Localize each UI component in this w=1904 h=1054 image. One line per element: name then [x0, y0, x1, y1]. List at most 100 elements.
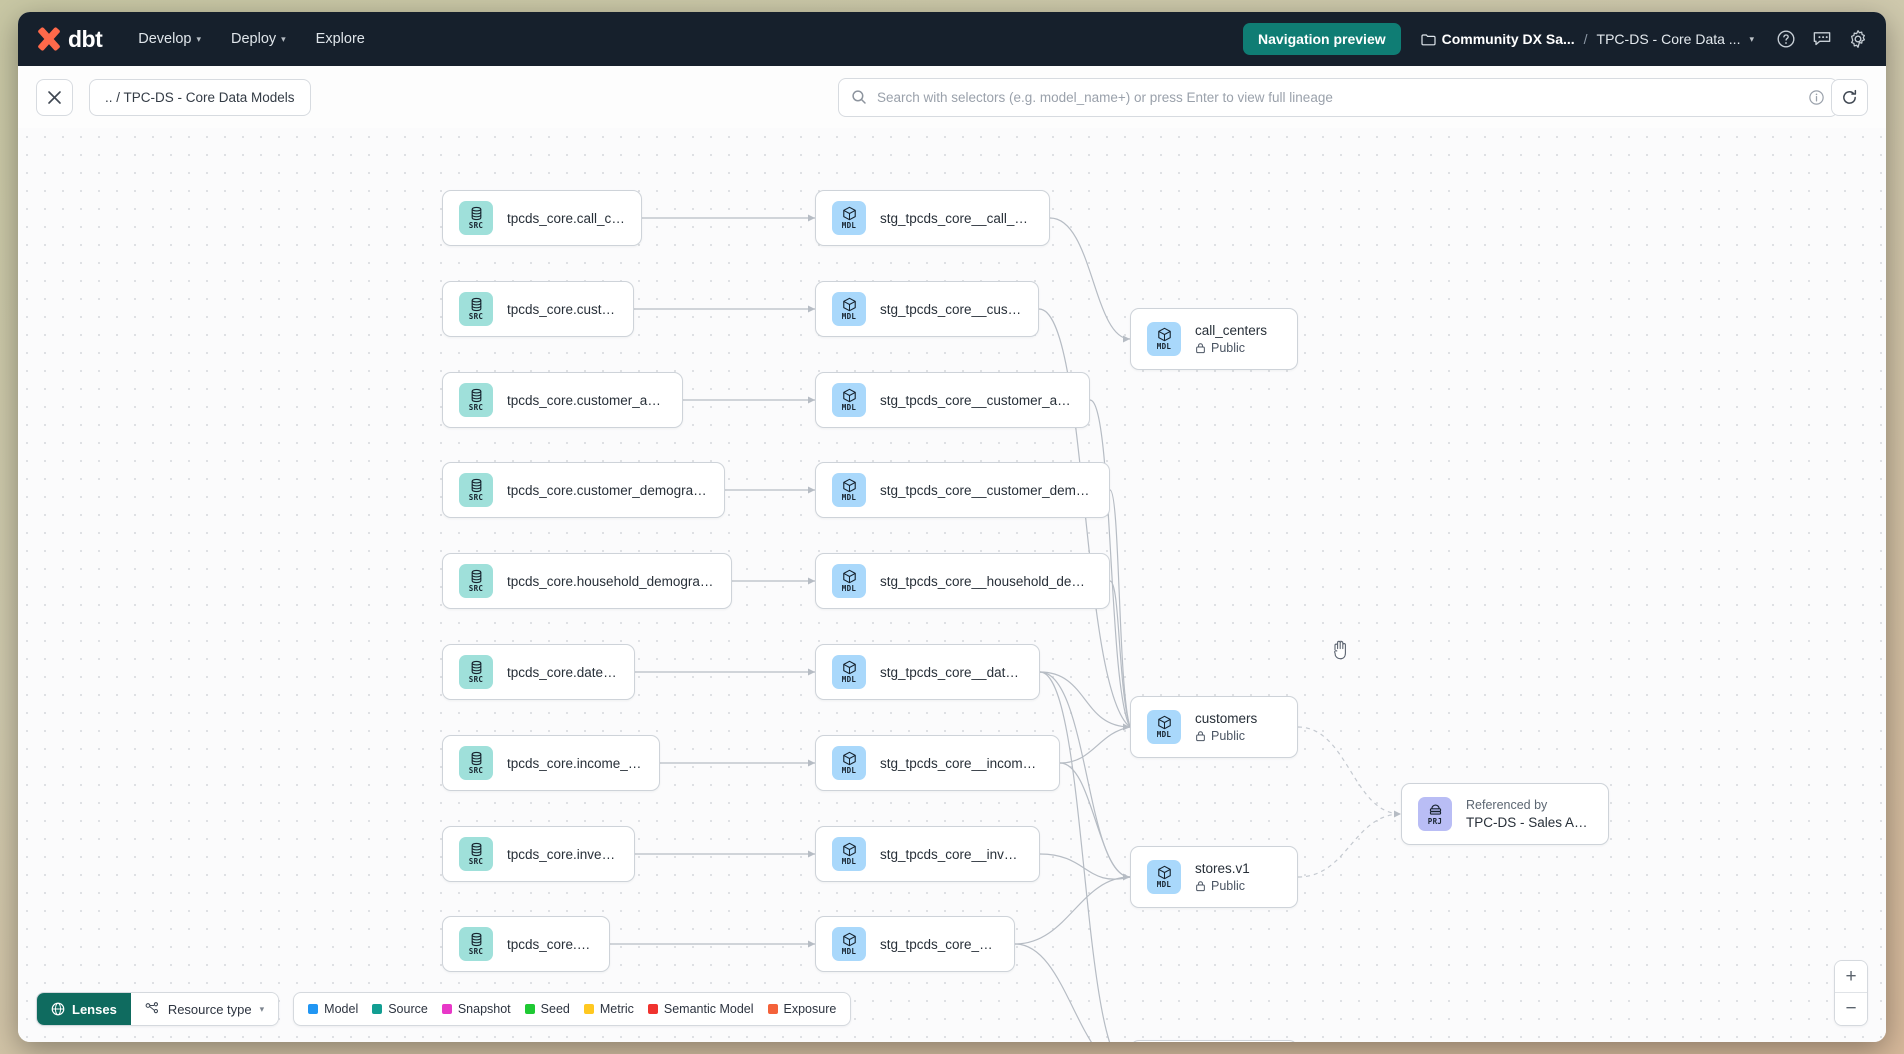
cube-icon: [842, 298, 856, 312]
lineage-graph-canvas[interactable]: SRCtpcds_core.call_centerSRCtpcds_core.c…: [18, 128, 1886, 1042]
info-circle-icon[interactable]: [1808, 89, 1825, 106]
node-labels: tpcds_core.household_demographics: [507, 574, 715, 589]
lineage-node-mdl-stg-customer[interactable]: MDL stg_tpcds_core__customer: [815, 281, 1039, 337]
node-badge-label: MDL: [841, 675, 857, 685]
settings-gear-icon[interactable]: [1848, 29, 1868, 49]
zoom-in-button[interactable]: +: [1835, 961, 1867, 993]
legend-item-semantic-model[interactable]: Semantic Model: [647, 1002, 754, 1016]
chevron-down-icon[interactable]: ▾: [1749, 33, 1754, 44]
lock-icon: [1196, 343, 1205, 354]
breadcrumb-chip[interactable]: .. / TPC-DS - Core Data Models: [89, 78, 311, 116]
node-labels: stg_tpcds_core__customer_demogra…: [880, 483, 1093, 498]
zoom-out-button[interactable]: −: [1835, 993, 1867, 1025]
node-badge-mdl: MDL: [832, 655, 866, 689]
node-title: call_centers: [1195, 323, 1268, 338]
grab-hand-cursor: [1334, 640, 1346, 660]
node-badge-label: MDL: [841, 766, 857, 776]
lineage-node-src-household-demographics[interactable]: SRC tpcds_core.household_demographics: [442, 553, 732, 609]
legend-label: Metric: [599, 1002, 634, 1016]
lenses-icon: [51, 1002, 65, 1016]
top-navigation-bar: dbt Develop ▾ Deploy ▾ Explore Navigatio…: [18, 12, 1886, 66]
node-access-label: Public: [1211, 729, 1246, 743]
node-badge-label: SRC: [468, 766, 484, 776]
search-input[interactable]: [877, 89, 1798, 105]
node-labels: tpcds_core.inventory: [507, 847, 618, 862]
navigation-preview-button[interactable]: Navigation preview: [1243, 23, 1401, 55]
legend-swatch-icon: [308, 1004, 319, 1014]
node-badge-src: SRC: [459, 655, 493, 689]
node-title: stg_tpcds_core__date_dim: [880, 664, 1023, 680]
node-badge-prj: PRJ: [1418, 797, 1452, 831]
node-badge-label: SRC: [468, 493, 484, 503]
legend-item-seed[interactable]: Seed: [524, 1002, 570, 1016]
cube-icon: [842, 752, 856, 766]
legend-item-metric[interactable]: Metric: [583, 1002, 634, 1016]
nav-item-develop[interactable]: Develop ▾: [138, 31, 201, 47]
node-labels: stg_tpcds_core__customer: [880, 302, 1022, 317]
node-badge-label: MDL: [1156, 730, 1172, 740]
node-badge-label: SRC: [468, 584, 484, 594]
node-title: customers: [1195, 711, 1258, 726]
dbt-logo[interactable]: dbt: [36, 25, 103, 53]
node-access-label: Public: [1211, 879, 1246, 893]
node-badge-mdl: MDL: [1147, 322, 1181, 356]
lineage-node-src-income-band[interactable]: SRC tpcds_core.income_band: [442, 735, 660, 791]
database-icon: [471, 752, 481, 766]
refresh-button[interactable]: [1831, 78, 1868, 116]
legend-item-snapshot[interactable]: Snapshot: [441, 1002, 511, 1016]
refresh-icon: [1843, 89, 1857, 104]
node-badge-label: SRC: [468, 675, 484, 685]
brand-label: dbt: [68, 25, 103, 52]
dbt-x-logo-icon: [36, 27, 61, 52]
nav-item-develop-label: Develop: [138, 31, 192, 47]
node-badge-label: MDL: [841, 584, 857, 594]
node-badge-mdl: MDL: [832, 927, 866, 961]
legend-item-source[interactable]: Source: [372, 1002, 428, 1016]
chevron-down-icon: ▾: [281, 33, 286, 44]
feedback-icon[interactable]: [1812, 29, 1832, 49]
zoom-controls: + −: [1834, 960, 1868, 1026]
node-badge-label: MDL: [841, 221, 857, 231]
breadcrumb-account[interactable]: Community DX Sa...: [1421, 31, 1575, 47]
legend-swatch-icon: [767, 1004, 778, 1014]
lenses-button[interactable]: Lenses: [37, 993, 131, 1025]
close-button[interactable]: [36, 78, 73, 116]
node-title: stores.v1: [1195, 861, 1250, 876]
node-badge-label: MDL: [841, 312, 857, 322]
database-icon: [471, 298, 481, 312]
lineage-node-mdl-stg-date-dim[interactable]: MDL stg_tpcds_core__date_dim: [815, 644, 1040, 700]
nav-item-explore[interactable]: Explore: [316, 31, 365, 47]
nav-item-deploy[interactable]: Deploy ▾: [231, 31, 286, 47]
legend-item-exposure[interactable]: Exposure: [767, 1002, 836, 1016]
node-badge-label: SRC: [468, 312, 484, 322]
breadcrumb-project-label[interactable]: TPC-DS - Core Data ...: [1596, 31, 1741, 47]
node-title: tpcds_core.income_band: [507, 755, 643, 771]
resource-type-dropdown[interactable]: Resource type ▾: [130, 993, 279, 1025]
node-access-badge: Public: [1195, 341, 1267, 355]
cube-icon: [842, 207, 856, 221]
help-icon[interactable]: [1776, 29, 1796, 49]
legend-item-model[interactable]: Model: [308, 1002, 358, 1016]
